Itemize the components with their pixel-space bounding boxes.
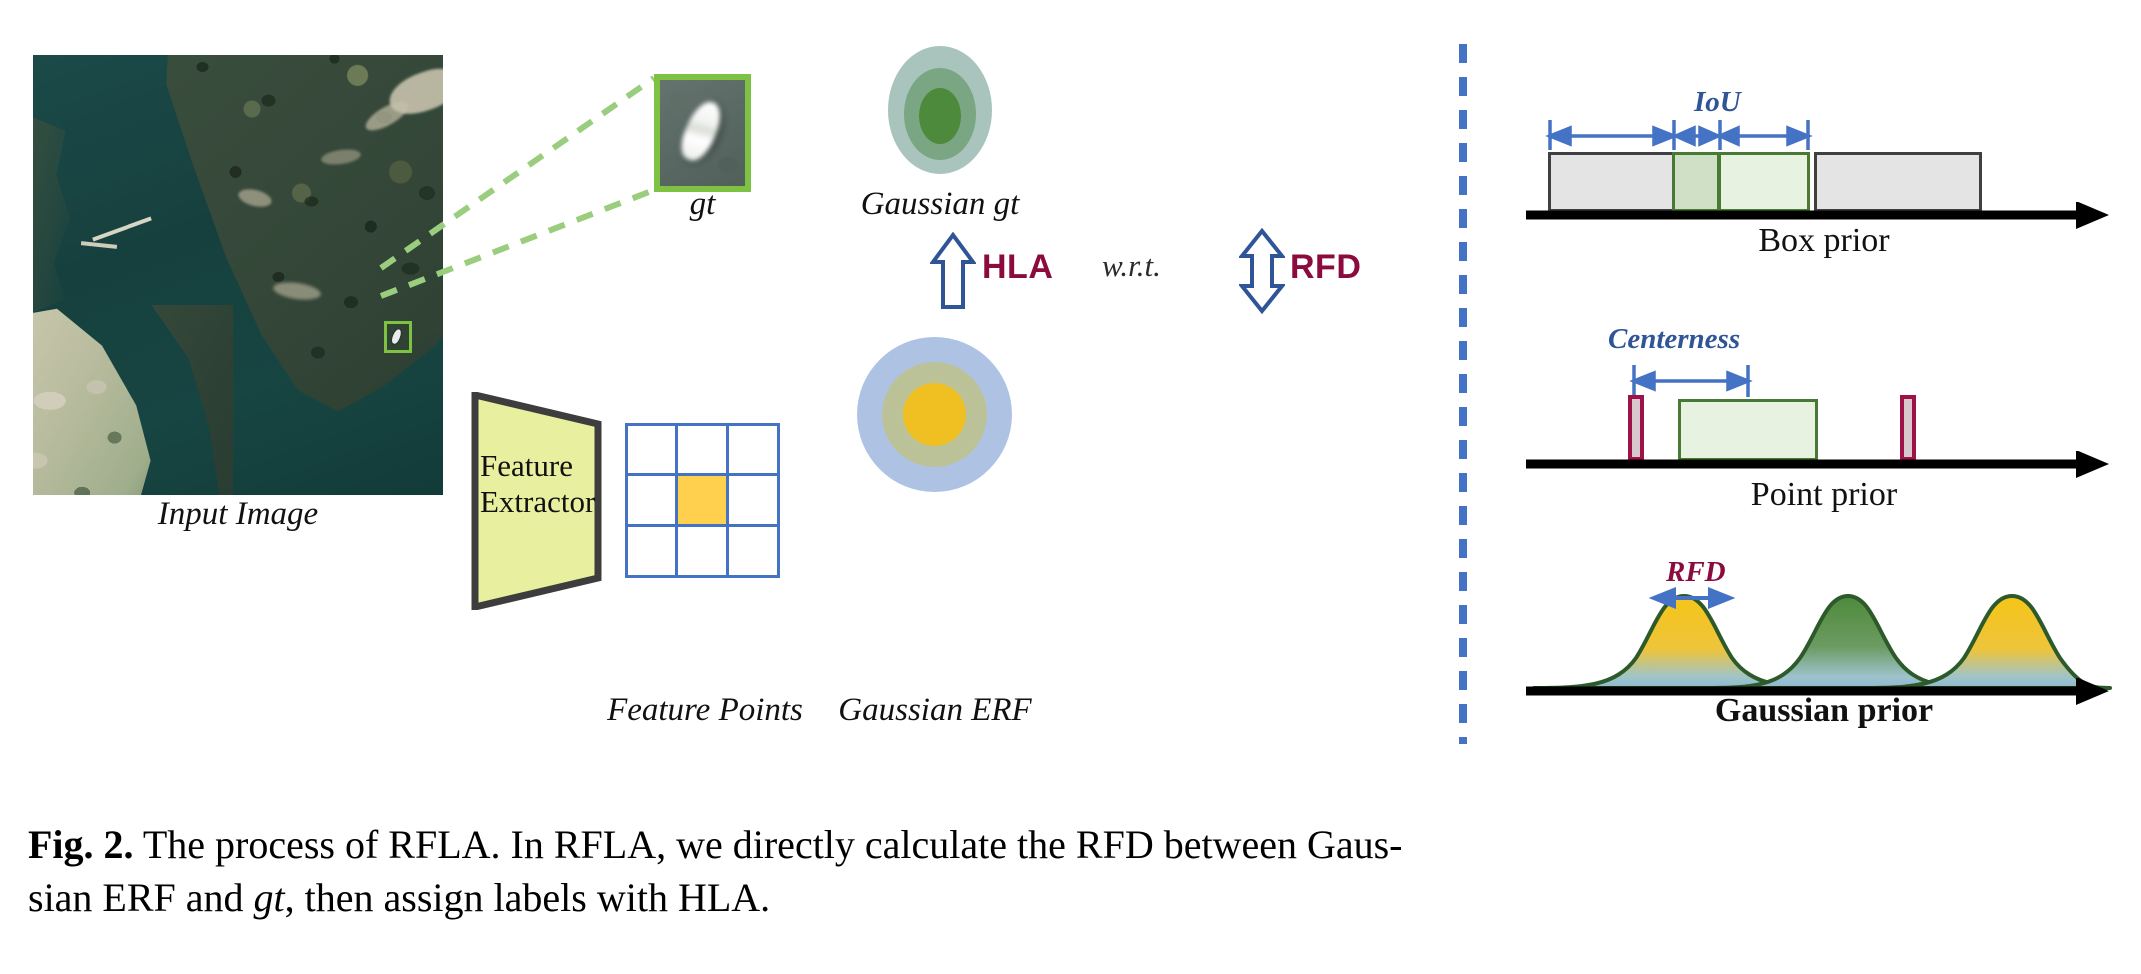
box-prior-axis xyxy=(1526,202,2109,229)
gt-label: gt xyxy=(689,186,716,222)
rfd-measure-label: RFD xyxy=(1666,556,1726,588)
feature-extractor-shape: Feature Extractor xyxy=(470,392,608,610)
gaussian-gt-inner-ellipse xyxy=(919,88,961,144)
box-prior-anchor-gray-2 xyxy=(1814,152,1982,212)
caption-line1: The process of RFLA. In RFLA, we directl… xyxy=(142,822,1403,867)
box-prior-row: IoU xyxy=(1524,42,2124,229)
caption-line2-pre: sian ERF and xyxy=(28,875,254,921)
gaussian-prior-title: Gaussian prior xyxy=(1714,692,1934,729)
grid-cell xyxy=(675,523,729,578)
point-prior-row: Centerness xyxy=(1524,295,2124,480)
feature-extractor-line2: Extractor xyxy=(480,483,596,519)
figure-caption: Fig. 2. The process of RFLA. In RFLA, we… xyxy=(28,818,2118,924)
arrow-up-down-outline-icon xyxy=(1239,228,1285,314)
point-prior-gt-box xyxy=(1678,399,1818,461)
grid-cell xyxy=(725,523,780,578)
centerness-measure-label: Centerness xyxy=(1608,323,1741,355)
grid-cell xyxy=(624,473,679,527)
caption-gt-italic: gt xyxy=(253,875,285,921)
gaussian-erf-inner-circle xyxy=(903,383,966,446)
gt-crop-image xyxy=(654,74,751,192)
feature-extractor-line1: Feature xyxy=(480,448,573,483)
point-prior-point-right xyxy=(1900,395,1916,461)
grid-cell xyxy=(725,473,780,527)
panel-divider xyxy=(1459,44,1467,744)
figure-number: Fig. 2. xyxy=(28,822,134,867)
rfd-label: RFD xyxy=(1290,248,1362,286)
grid-cell xyxy=(725,422,780,477)
box-prior-title: Box prior xyxy=(1758,222,1890,259)
point-prior-axis xyxy=(1526,451,2109,478)
gaussian-erf-label: Gaussian ERF xyxy=(838,692,1032,728)
grid-cell xyxy=(624,422,679,477)
feature-extractor-trapezoid xyxy=(471,392,602,610)
feature-extractor-text: Feature Extractor xyxy=(480,448,600,519)
gaussian-prior-axis xyxy=(1526,678,2109,705)
feature-points-grid xyxy=(624,422,780,578)
caption-line2-post: , then assign labels with HLA. xyxy=(284,875,771,921)
iou-measure-label: IoU xyxy=(1694,86,1741,118)
grid-cell-highlighted xyxy=(675,473,729,527)
arrow-up-outline-icon xyxy=(930,232,976,309)
input-image-label: Input Image xyxy=(157,496,319,532)
gaussian-gt-label: Gaussian gt xyxy=(860,186,1020,222)
gaussian-prior-row: RFD xyxy=(1524,538,2124,718)
point-prior-title: Point prior xyxy=(1750,476,1898,513)
grid-cell xyxy=(624,523,679,578)
hla-label: HLA xyxy=(982,248,1054,286)
input-image xyxy=(33,55,443,495)
centerness-measure-arrows xyxy=(1629,365,1753,397)
point-prior-point-left xyxy=(1628,395,1644,461)
iou-measure-arrows xyxy=(1545,120,1813,150)
grid-cell xyxy=(675,422,729,477)
feature-points-label: Feature Points xyxy=(607,692,803,728)
wrt-label: w.r.t. xyxy=(1102,248,1161,283)
gt-bounding-box xyxy=(384,321,412,353)
